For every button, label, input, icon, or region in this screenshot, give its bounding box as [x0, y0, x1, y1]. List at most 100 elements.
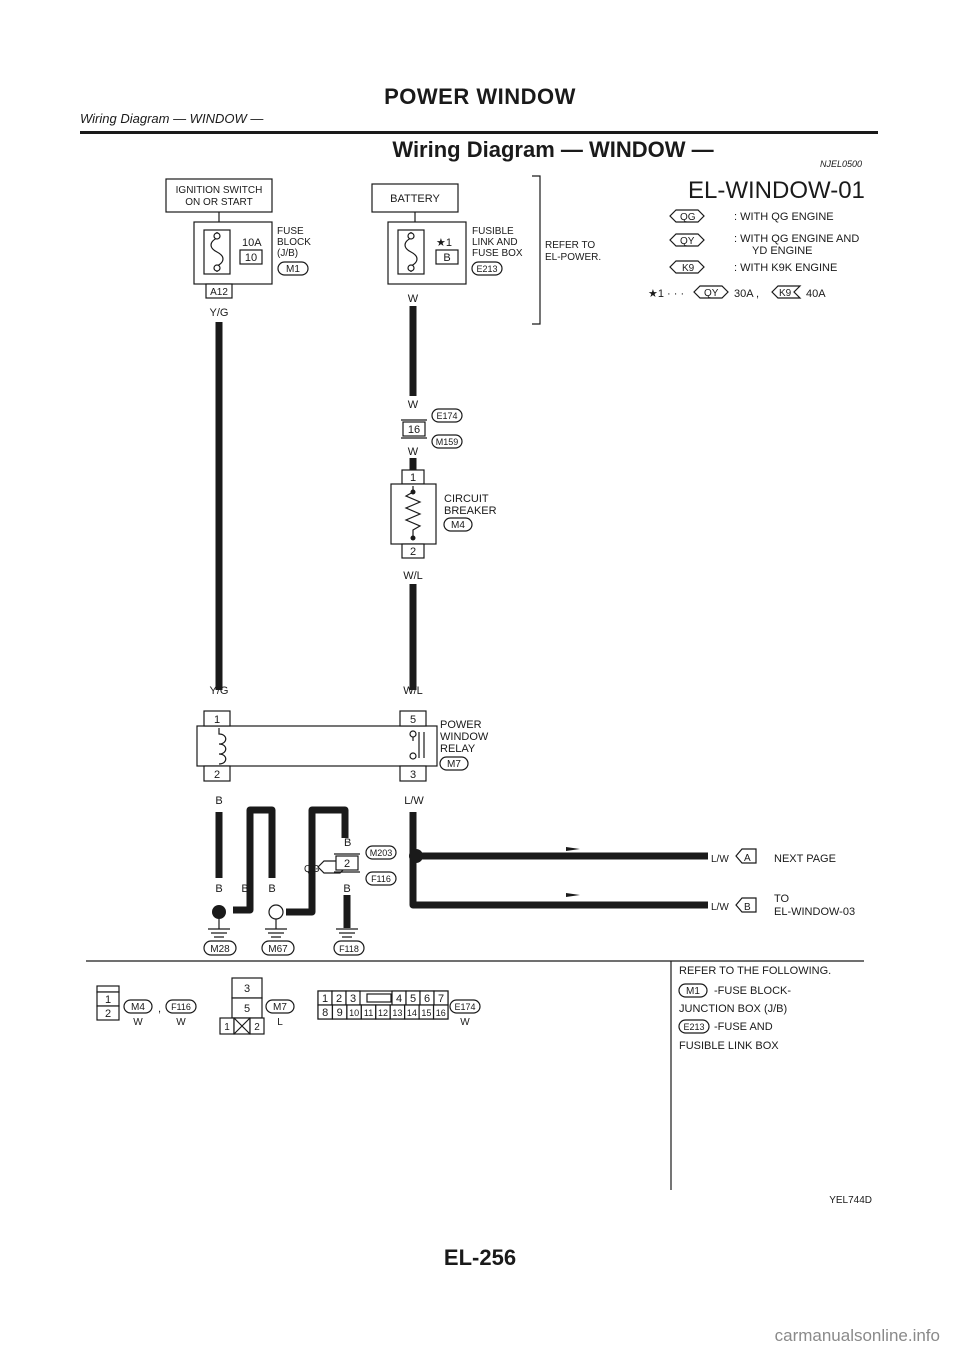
c2-name: F116: [171, 1002, 191, 1012]
figure-code: YEL744D: [829, 1195, 872, 1206]
diagram-id: EL-WINDOW-01: [688, 177, 865, 204]
c4-pin-label: 6: [424, 993, 430, 1005]
joint-wire-bottom: W: [408, 446, 419, 458]
c4-pin-label: 12: [378, 1008, 388, 1018]
ground-m28-label: M28: [210, 944, 230, 955]
c1-pin-1: 1: [105, 994, 111, 1006]
c4-lock: [366, 993, 392, 1003]
conn-m7-label: M7: [447, 759, 461, 770]
output-a-text: NEXT PAGE: [774, 853, 836, 865]
fusible-link-label-1: FUSIBLE: [472, 226, 514, 237]
relay-pin-1: 1: [214, 714, 220, 726]
wire-w-battery: W: [408, 293, 419, 305]
output-a-tag: [735, 848, 757, 864]
c4-pin-label: 5: [410, 993, 416, 1005]
battery-label: BATTERY: [390, 193, 440, 205]
c1-color: W: [133, 1017, 143, 1028]
c4-name: E174: [454, 1002, 475, 1012]
legend-qy-text2: YD ENGINE: [752, 245, 813, 257]
output-b-text-2: EL-WINDOW-03: [774, 906, 855, 918]
c4-pin-label: 2: [336, 993, 342, 1005]
c1-pin-2: 2: [105, 1008, 111, 1020]
c4-pin-label: 13: [392, 1008, 402, 1018]
relay-pin-3: 3: [410, 769, 416, 781]
fuse-amp: 10A: [242, 237, 262, 249]
output-b-tag-label: B: [744, 902, 751, 913]
refer-e213-text-1: -FUSE AND: [714, 1021, 773, 1033]
c4-pin-label: 10: [349, 1008, 359, 1018]
legend-k9-text: : WITH K9K ENGINE: [734, 262, 837, 274]
fusible-link-label-2: LINK AND: [472, 237, 518, 248]
relay-label-2: WINDOW: [440, 731, 489, 743]
ignition-branch: IGNITION SWITCH ON OR START 10A 10 FUSE …: [165, 178, 311, 319]
breaker-pin-top: 1: [410, 472, 416, 484]
refer-power-2: EL-POWER.: [545, 252, 601, 263]
breaker-label-2: BREAKER: [444, 505, 497, 517]
conn-f116-label: F116: [371, 874, 391, 884]
breaker-pin-bottom: 2: [410, 546, 416, 558]
tag-k9-label: K9: [682, 263, 695, 274]
c4-color: W: [460, 1017, 470, 1028]
pin-a12: A12: [210, 287, 228, 298]
tag-qg-ground-label: QG: [304, 864, 320, 875]
ignition-label-2: ON OR START: [185, 197, 252, 208]
refer-m1-text-2: JUNCTION BOX (J/B): [679, 1003, 787, 1015]
conn-m1-label: M1: [286, 264, 300, 275]
refer-power-1: REFER TO: [545, 240, 595, 251]
c3-name: M7: [273, 1002, 287, 1013]
refer-e213-tag: E213: [683, 1022, 704, 1032]
conn-m1-tag: [277, 261, 309, 276]
output-wiring: L/W A NEXT PAGE L/W B TO EL-WINDOW-03: [409, 812, 855, 918]
ignition-switch-box: [165, 178, 273, 213]
ground-wire-b5: B: [343, 883, 350, 895]
note-k9-value: 40A: [806, 288, 826, 300]
note-k9-label: K9: [779, 288, 792, 299]
joint-pin: 16: [408, 424, 420, 436]
ground-m67-label: M67: [268, 944, 288, 955]
c3-pin-2: 2: [254, 1022, 260, 1033]
legend-qy-text1: : WITH QG ENGINE AND: [734, 233, 859, 245]
power-window-relay: Y/G W/L 1 2 5 3 POWER WINDOW RELAY M7 B …: [196, 685, 489, 807]
tag-qg: [669, 209, 705, 223]
ignition-label-1: IGNITION SWITCH: [176, 185, 263, 196]
conn-e213-tag: [471, 261, 503, 276]
relay-label-1: POWER: [440, 719, 482, 731]
circuit-breaker: 1 CIRCUIT BREAKER M4 2 W/L: [390, 469, 497, 582]
refer-box: REFER TO THE FOLLOWING. M1 -FUSE BLOCK- …: [678, 965, 831, 1052]
joint-conn-top: E174: [436, 411, 457, 421]
fusible-link-number: B: [443, 252, 450, 264]
tag-k9: [669, 260, 705, 274]
relay-label-3: RELAY: [440, 743, 476, 755]
relay-pin-5: 5: [410, 714, 416, 726]
c3-pin-3: 3: [244, 983, 250, 995]
wire-wl-label: W/L: [403, 570, 423, 582]
relay-wire-wl: W/L: [403, 685, 423, 697]
c4-pin-label: 11: [364, 1008, 373, 1018]
c4-pin-label: 8: [322, 1007, 328, 1019]
refer-m1-text-1: -FUSE BLOCK-: [714, 985, 791, 997]
ground-m67-point: [268, 904, 284, 920]
c4-pin-label: 16: [436, 1008, 446, 1018]
c3-color: L: [277, 1017, 283, 1028]
tag-qg-label: QG: [680, 212, 696, 223]
wire-lw-b: [409, 812, 708, 909]
c1-name: M4: [131, 1002, 145, 1013]
c4-pin-label: 7: [438, 993, 444, 1005]
c3-pin-5: 5: [244, 1003, 250, 1015]
fuse-block-label-1: FUSE: [277, 226, 304, 237]
battery-branch: BATTERY ★1 B FUSIBLE LINK AND FUSE BOX E…: [371, 175, 601, 325]
fuse-block-label-3: (J/B): [277, 248, 298, 259]
relay-wire-b: B: [215, 795, 222, 807]
refer-m1-tag: M1: [686, 986, 700, 997]
c4-pin-label: 9: [337, 1007, 343, 1019]
conn-m203-label: M203: [370, 848, 393, 858]
header-rule: [80, 131, 878, 134]
fusible-link-mark: ★1: [436, 237, 452, 249]
c4-pin-cell: [432, 1004, 449, 1020]
output-a-tag-label: A: [744, 853, 751, 864]
relay-wire-yg: Y/G: [210, 685, 229, 697]
ground-m28-point: [212, 905, 226, 919]
